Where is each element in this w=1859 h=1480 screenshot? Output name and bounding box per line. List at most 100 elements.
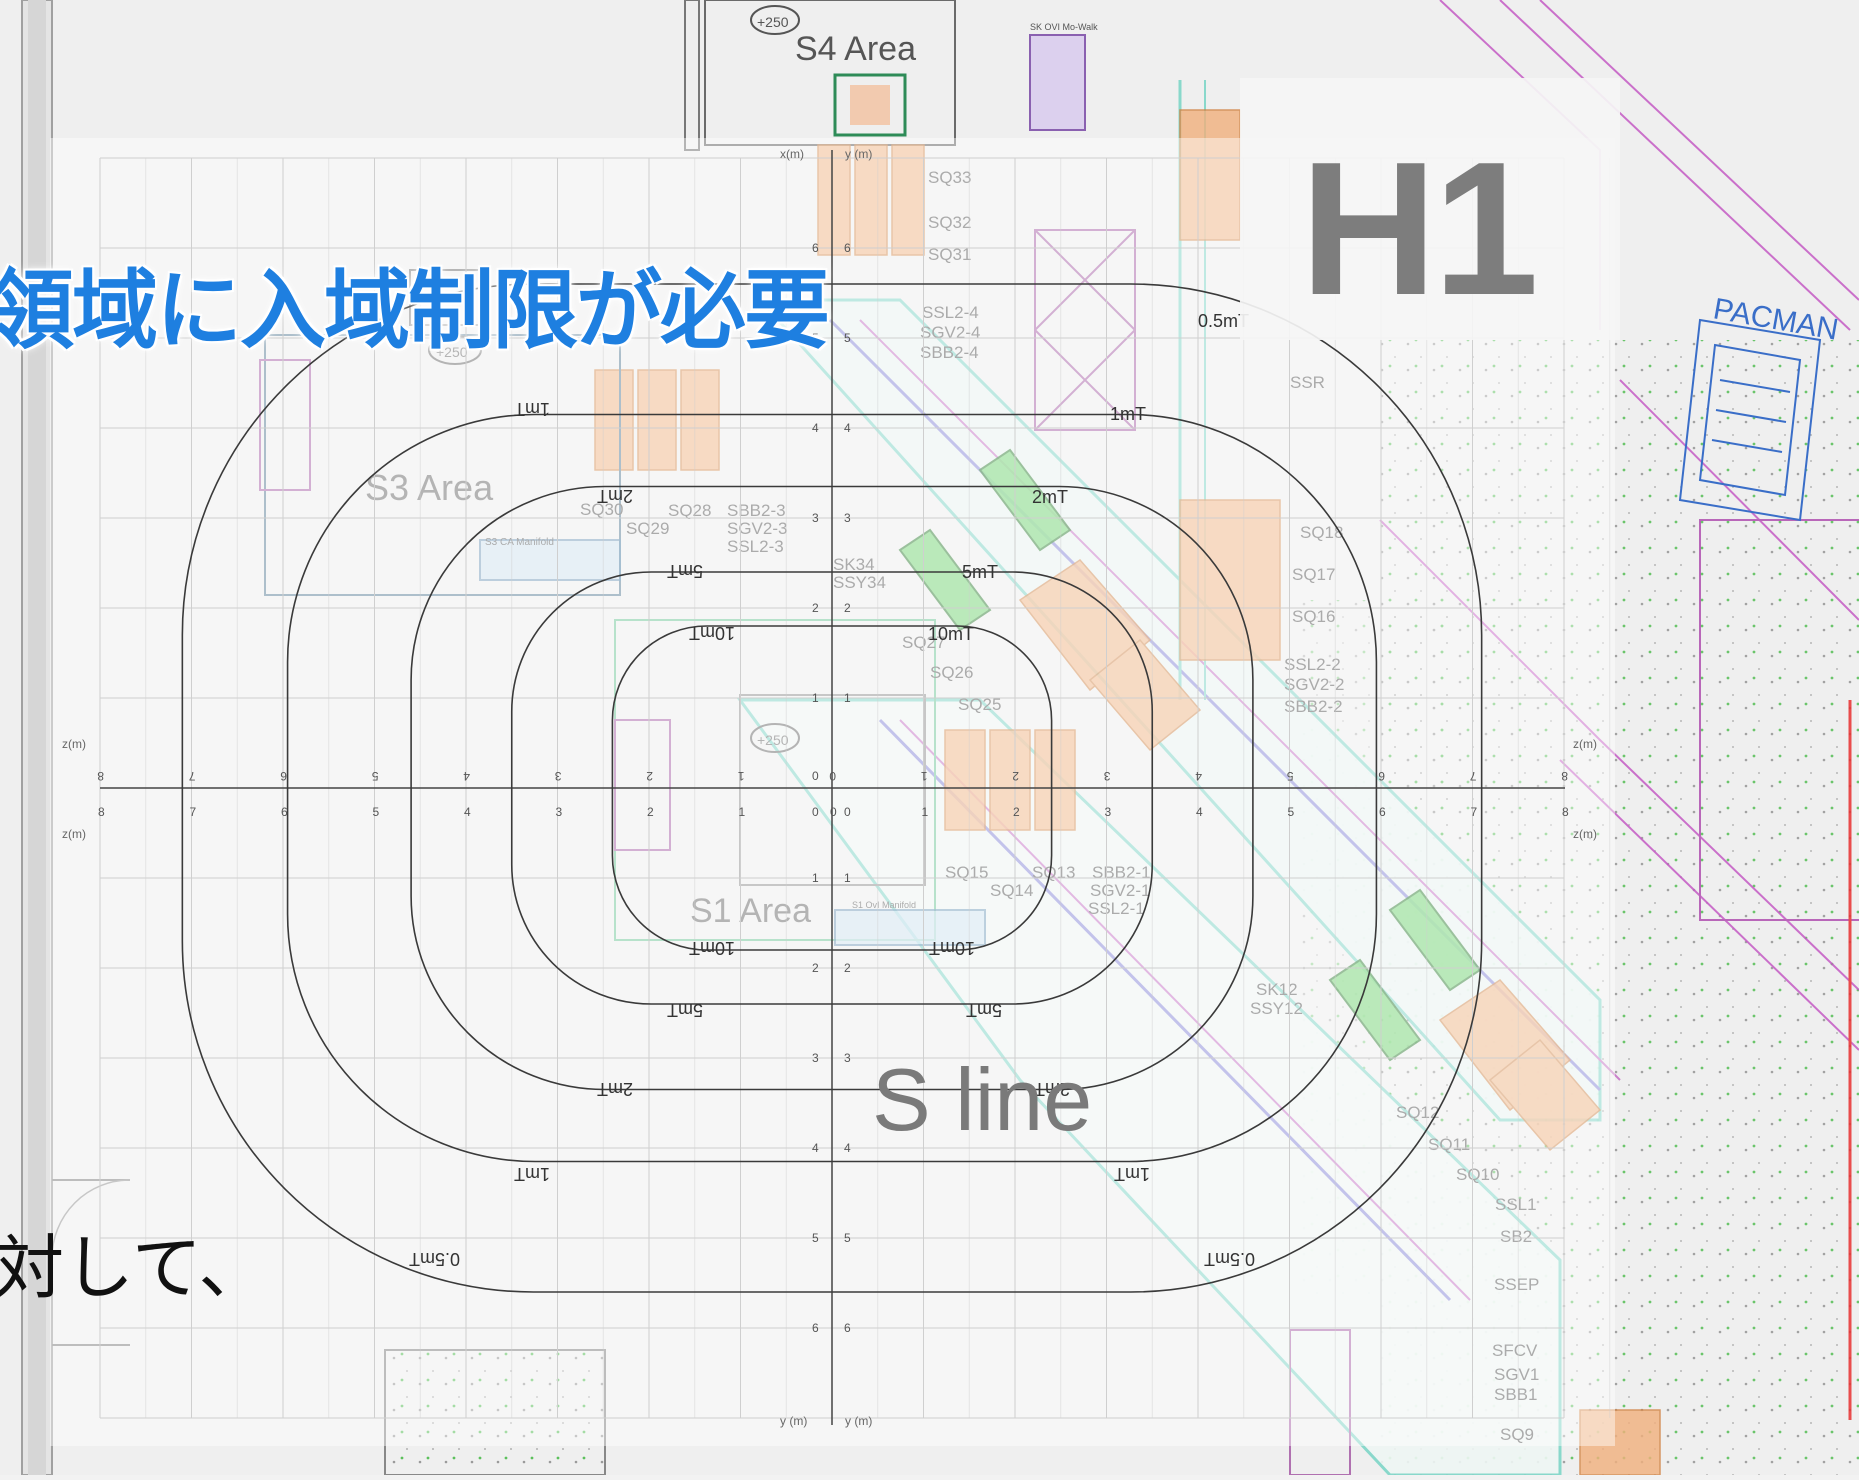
h-tick-label-upper: 6 [280, 769, 287, 783]
magnet-label: SQ10 [1456, 1165, 1499, 1184]
h-tick-label-lower: 5 [1288, 805, 1295, 819]
h-tick-label-lower: 8 [98, 805, 105, 819]
h-tick-label-lower: 4 [464, 805, 471, 819]
magnet-label: SQ26 [930, 663, 973, 682]
s3-elevation-tag: +250 [436, 344, 468, 360]
magnet-label: SSR [1290, 373, 1325, 392]
v-tick-label-up-left: 6 [812, 241, 819, 255]
s1-area-label: S1 Area [690, 892, 811, 930]
h-tick-label-upper: 8 [1561, 769, 1568, 783]
magnet-blocks [594, 109, 1661, 1476]
magnet-label: SBB1 [1494, 1385, 1537, 1404]
s4-elevation-tag: +250 [757, 14, 789, 30]
s3-manifold-tag: S3 CA Manifold [485, 537, 554, 548]
magnet-label: SSL1 [1495, 1195, 1537, 1214]
h-tick-label-lower: 2 [1013, 805, 1020, 819]
magnet-label: SQ32 [928, 213, 971, 232]
h-tick-label-lower: 2 [647, 805, 654, 819]
h-tick-label-upper: 7 [1470, 769, 1477, 783]
magnet-label: SSL2-2 [1284, 655, 1341, 674]
magnet-label: SQ31 [928, 245, 971, 264]
h-tick-label-upper: 4 [463, 769, 470, 783]
h-tick-label-lower: 1 [739, 805, 746, 819]
h-tick-label-upper: 8 [97, 769, 104, 783]
field-contour [410, 485, 1254, 1091]
h-tick-label-upper: 2 [1012, 769, 1019, 783]
door-symbol [51, 1179, 131, 1346]
h-tick-label-upper: 1 [921, 769, 928, 783]
h-tick-label-upper: 2 [646, 769, 653, 783]
s1-manifold-tag: S1 OvI Manifold [852, 900, 916, 910]
contour-label-1mT-upper-left: 1mT [514, 399, 550, 419]
contour-label-1mT-lower-right: 1mT [1114, 1164, 1150, 1184]
h-tick-label-lower: 1 [922, 805, 929, 819]
magnet-label: SGV2-3 [727, 519, 787, 538]
contour-label-5mT-lower-right: 5mT [966, 1000, 1002, 1020]
h-tick-label-upper: 5 [372, 769, 379, 783]
v-tick-label-up-right: 6 [844, 241, 851, 255]
v-tick-label-down-left: 6 [812, 1321, 819, 1335]
contour-label-2mT-upper-left: 2mT [597, 486, 633, 506]
h-tick-label-upper: 1 [738, 769, 745, 783]
h-tick-label-upper: 6 [1378, 769, 1385, 783]
s4-area: S4 Area +250 SK OVI Mo-Walk [684, 0, 1098, 151]
axis-label-right-upper: z(m) [1573, 737, 1597, 751]
contour-label-10mT-upper: 10mT [928, 624, 974, 644]
magnet-label: SB2 [1500, 1227, 1532, 1246]
magnet-label: SSEP [1494, 1275, 1539, 1294]
contour-label-2mT-upper: 2mT [1032, 487, 1068, 507]
magnet-label: SQ29 [626, 519, 669, 538]
contour-label-2mT-lower-right: 2mT [1034, 1079, 1070, 1099]
magnet-label: SGV2-2 [1284, 675, 1344, 694]
support-boxes [1034, 229, 1136, 431]
h-tick-label-lower: 3 [556, 805, 563, 819]
h-tick-label-lower: 4 [1196, 805, 1203, 819]
magnet-label: SQ12 [1396, 1103, 1439, 1122]
magnet-label: SQ16 [1292, 607, 1335, 626]
h-tick-label-upper: 0 [829, 769, 836, 783]
magnet-label: SBB2-3 [727, 501, 786, 520]
v-tick-label-up-right: 5 [844, 331, 851, 345]
contour-label-1mT-lower-left: 1mT [514, 1164, 550, 1184]
contour-label-1mT-upper: 1mT [1110, 404, 1146, 424]
axis-label-top-left: x(m) [780, 147, 804, 161]
magnet-label: SQ15 [945, 863, 988, 882]
v-tick-label-down-left: 2 [812, 961, 819, 975]
v-tick-label-up-left: 1 [812, 691, 819, 705]
h-tick-label-lower: 0 [830, 805, 837, 819]
v-tick-label-up-left: 2 [812, 601, 819, 615]
magnet-label: SQ9 [1500, 1425, 1534, 1444]
h-tick-label-lower: 5 [373, 805, 380, 819]
magnet-label: SGV2-4 [920, 323, 980, 342]
contour-label-0.5mT-lower-right: 0.5mT [1204, 1249, 1255, 1269]
magnet-label: SQ17 [1292, 565, 1335, 584]
v-tick-label-up-left: 4 [812, 421, 819, 435]
h-tick-label-upper: 7 [189, 769, 196, 783]
axis-label-top-right: y (m) [845, 147, 872, 161]
center-tick-lower-left: 0 [812, 805, 819, 819]
hall-label-panel [1240, 78, 1620, 340]
v-tick-label-down-right: 5 [844, 1231, 851, 1245]
green-elements [898, 448, 1482, 1062]
contour-label-0.5mT-lower-left: 0.5mT [409, 1249, 460, 1269]
magnet-label: SQ33 [928, 168, 971, 187]
field-contour [611, 625, 1053, 951]
h-tick-label-lower: 6 [1379, 805, 1386, 819]
v-tick-label-up-left: 3 [812, 511, 819, 525]
v-tick-label-down-right: 2 [844, 961, 851, 975]
contour-label-5mT-upper: 5mT [962, 562, 998, 582]
center-tick-upper: 0 [812, 769, 819, 783]
magnet-label: SK34 [833, 555, 875, 574]
magnet-label: SBB2-2 [1284, 697, 1343, 716]
h-tick-label-lower: 7 [1471, 805, 1478, 819]
v-tick-label-down-left: 4 [812, 1141, 819, 1155]
h-tick-label-lower: 8 [1562, 805, 1569, 819]
field-contour [286, 413, 1378, 1163]
h-tick-label-lower: 7 [190, 805, 197, 819]
magnet-label: SQ25 [958, 695, 1001, 714]
axis-label-right-lower: z(m) [1573, 827, 1597, 841]
h-tick-label-lower: 6 [281, 805, 288, 819]
field-contour [181, 283, 1483, 1293]
